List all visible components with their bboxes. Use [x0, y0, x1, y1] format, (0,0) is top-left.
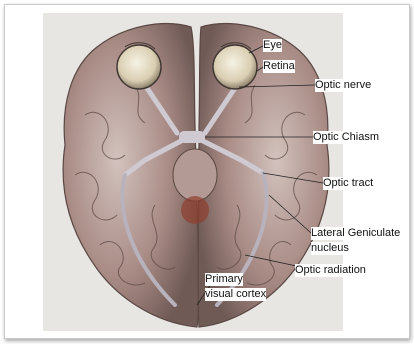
- label-optic-nerve: Optic nerve: [315, 79, 371, 92]
- label-optic-radiation: Optic radiation: [295, 264, 366, 277]
- right-eye: [213, 45, 257, 89]
- optic-chiasm: [179, 131, 205, 143]
- label-lgn-line2: nucleus: [311, 242, 349, 255]
- pons: [181, 196, 209, 224]
- label-optic-chiasm: Optic Chiasm: [313, 131, 379, 144]
- label-lgn-line1: Lateral Geniculate: [311, 227, 400, 240]
- brainstem: [173, 149, 217, 201]
- label-retina: Retina: [263, 60, 295, 73]
- figure-frame: Eye Retina Optic nerve Optic Chiasm Opti…: [4, 4, 410, 339]
- label-cortex-line2: visual cortex: [205, 288, 266, 301]
- label-optic-tract: Optic tract: [323, 177, 373, 190]
- label-eye: Eye: [263, 39, 282, 52]
- label-cortex-line1: Primary: [205, 273, 243, 286]
- left-eye: [117, 45, 161, 89]
